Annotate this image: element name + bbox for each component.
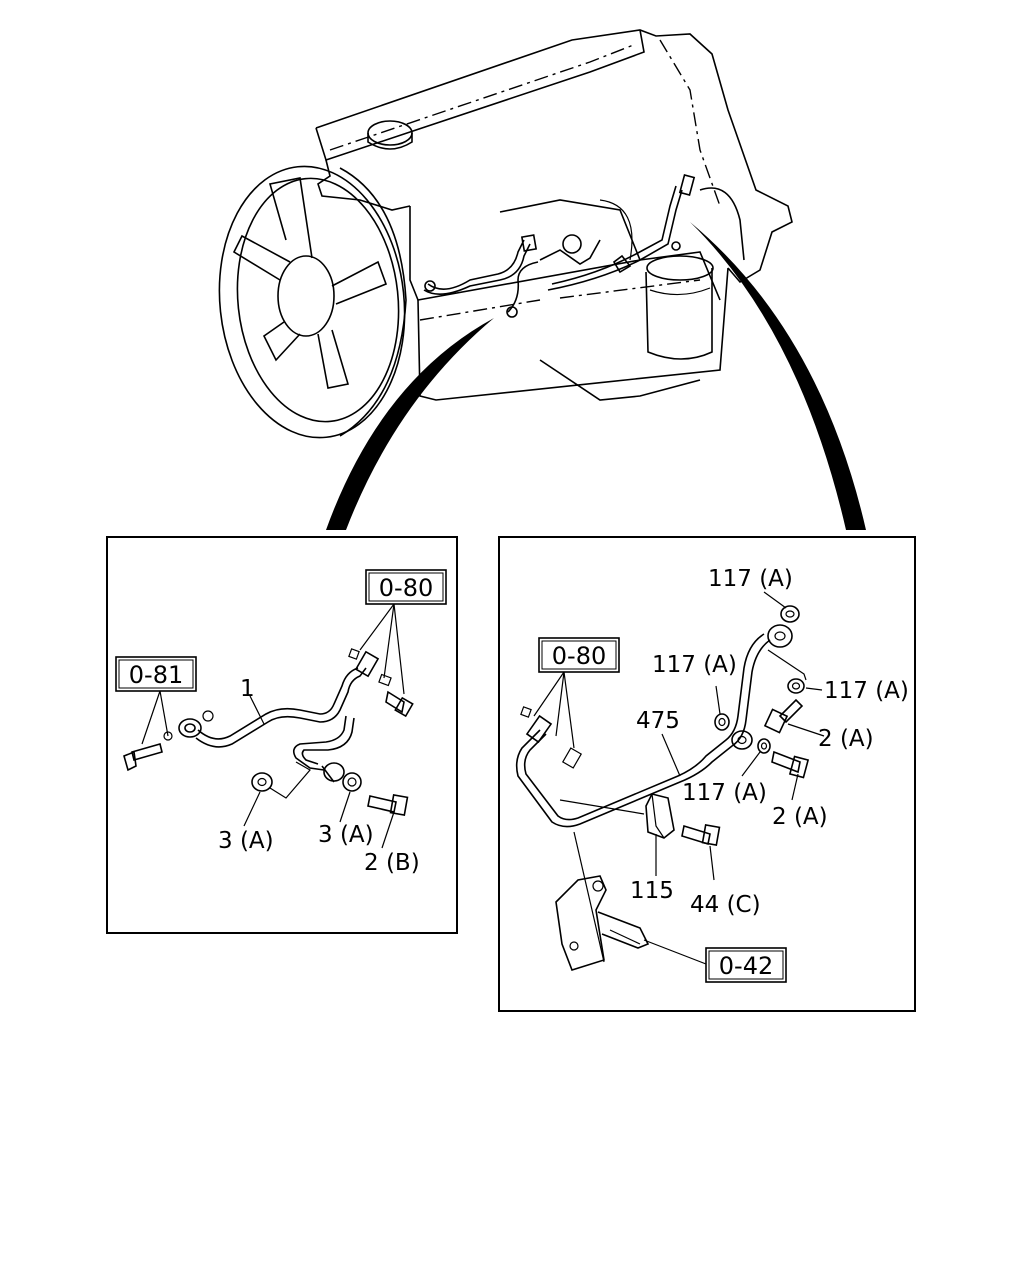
callout-3a-left: 3 (A) [218,828,274,854]
bolt-2a-upper [763,698,804,734]
bolt-2a-lower [771,750,810,779]
callout-1: 1 [240,676,255,702]
ref-box-0-80-left[interactable] [365,569,447,605]
bolt-left-0-81 [123,743,163,772]
callout-2a-upper: 2 (A) [818,726,874,752]
right-detail-connector [690,222,866,530]
fuel-pipe-1 [163,648,392,783]
ref-box-0-81[interactable] [115,656,197,692]
bolt-0-80 [385,690,414,718]
left-detail-panel: 0-80 0-81 [106,536,458,934]
callout-2a-lower: 2 (A) [772,804,828,830]
callout-117a-top: 117 (A) [708,566,793,592]
right-detail-panel: 0-80 0-42 [498,536,916,1012]
engine-illustration [218,29,793,439]
callout-2b: 2 (B) [364,850,420,876]
callout-115: 115 [630,878,674,904]
callout-44c: 44 (C) [690,892,761,918]
ref-label-0-80-left: 0-80 [379,574,433,602]
fuel-pipe-475 [515,624,793,828]
ref-label-0-42: 0-42 [719,952,773,980]
callout-117a-lower: 117 (A) [682,780,767,806]
ref-label-0-81: 0-81 [129,661,183,689]
callout-117a-right: 117 (A) [824,678,909,704]
ref-label-0-80-right: 0-80 [552,642,606,670]
left-detail-connector [326,318,494,530]
ref-box-0-42[interactable] [705,947,787,983]
callout-3a-right: 3 (A) [318,822,374,848]
bolt-2b [367,793,409,817]
callout-117a-upper-left: 117 (A) [652,652,737,678]
clamp-115 [645,793,675,839]
bolt-44c [681,823,721,847]
callout-475: 475 [636,708,680,734]
ref-box-0-80-right[interactable] [538,637,620,673]
